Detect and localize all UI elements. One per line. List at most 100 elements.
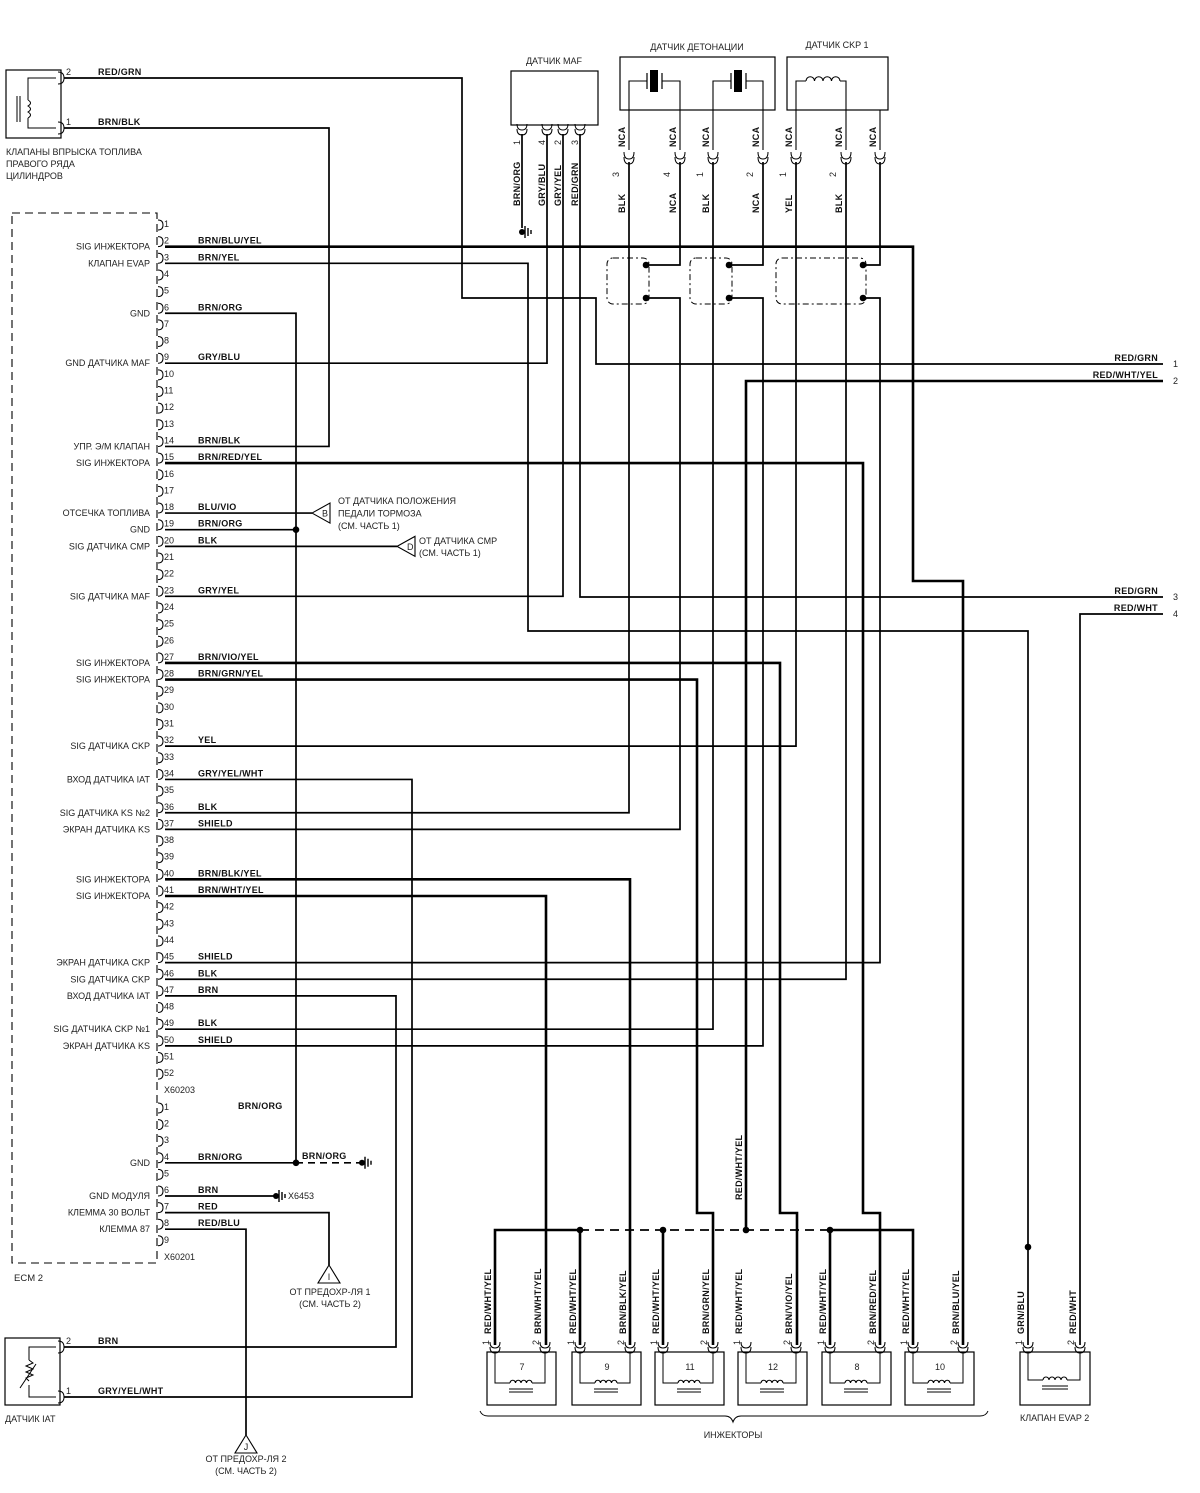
ecm-pin-x60203-48: 48 [157,1002,174,1014]
ecm-pin-x60201-2: 2 [157,1119,169,1131]
wire-color-label: GRY/YEL [198,585,239,595]
wire-color-label: BRN/ORG [198,1152,243,1162]
ecm-pin-x60203-5: 5 [157,286,169,298]
piezo-icon [730,73,747,89]
cable-shields [606,257,867,305]
connector-pin-icon [157,269,164,281]
injector-box [821,1351,892,1406]
pin-function-label: SIG ИНЖЕКТОРА [76,242,150,252]
injector-internal-wire [829,1352,881,1384]
pin-number: 7 [164,319,169,329]
connector-pin-icon [707,1341,719,1354]
connector-pin-icon [840,151,852,165]
ecm-pin-x60203-13: 13 [157,419,174,431]
wire-color-label: BRN/ORG [512,161,522,206]
output-wire-label: RED/GRN [1114,353,1158,363]
wire-color-label: BLK [834,193,844,213]
ckp-internal-wire [795,80,881,150]
coil-icon [844,1379,868,1384]
pin-number: 47 [164,985,174,995]
connector-pin-icon [157,868,164,880]
connector-pin-icon [157,1202,164,1214]
wire-color-label: GRY/BLU [198,352,240,362]
wire-color-label: RED/WHT/YEL [568,1268,578,1334]
core-icon [677,1388,701,1393]
connector-pin-icon [874,151,886,165]
pin-number: 2 [745,172,755,177]
coil-icon [594,1379,618,1384]
connector-pin-icon [539,1341,551,1354]
connector-pin-icon [157,1119,164,1131]
wire-color-label: BRN/ORG [198,302,243,312]
pin-number: 24 [164,602,174,612]
connector-pin-icon [157,535,164,547]
connector-pin-icon [157,1052,164,1063]
piezo-icon [646,73,663,89]
pin-number: 6 [164,1185,169,1195]
pin-number: 1 [512,140,522,145]
pin-number: 1 [816,1340,826,1345]
wire-color-label: BRN/ORG [302,1151,347,1161]
connector-pin-icon [157,236,164,248]
pin-function-label: SIG ИНЖЕКТОРА [76,658,150,668]
wire [744,379,1163,1230]
ecm-pin-x60201-1: 1 [157,1102,169,1114]
pin-number: 38 [164,835,174,845]
valve-box [5,69,62,139]
pin-number: 19 [164,519,174,529]
pin-number: 1 [66,117,71,127]
wire [165,678,715,1345]
injector-number: 7 [519,1362,524,1372]
pin-function-label: ОТСЕЧКА ТОПЛИВА [63,508,150,518]
coil-icon [927,1379,951,1384]
connector-pin-icon [157,435,164,447]
wire [165,297,764,1047]
wire [165,134,548,365]
wire-color-label: BLK [198,802,218,812]
splice-dot [725,261,733,269]
wire-color-label: SHIELD [198,1035,233,1045]
pin-number: 1 [1014,1340,1024,1345]
core-icon [927,1388,951,1393]
pin-number: 8 [164,336,169,346]
pin-function-label: ВХОД ДАТЧИКА IAT [67,991,151,1001]
wire-color-label: NCA [617,126,627,147]
wire-color-label: RED/GRN [570,162,580,206]
coil-icon [805,76,841,82]
iat-internal-wire [28,1346,56,1398]
connector-pin-icon [157,386,164,397]
pin-function-label: SIG ДАТЧИКА CMP [69,541,150,551]
pin-number: 39 [164,852,174,862]
wire-color-label: NCA [751,192,761,213]
ref-text: ОТ ДАТЧИКА ПОЛОЖЕНИЯ [338,496,456,506]
ecm-pin-x60203-16: 16 [157,469,174,481]
wire-color-label: SHIELD [198,952,233,962]
connector-pin-icon [157,835,164,847]
injector-number: 9 [604,1362,609,1372]
connector-pin-icon [157,752,164,764]
connector-pin-icon [707,151,719,165]
pin-function-label: ЭКРАН ДАТЧИКА CKP [56,958,150,968]
core-icon [760,1388,784,1393]
knock-internal-wire [712,80,764,110]
pin-number: 14 [164,435,174,445]
pin-number: 1 [649,1340,659,1345]
connector-pin-icon [157,1068,164,1080]
pin-number: 17 [164,485,174,495]
connector-pin-icon [157,802,164,814]
ground-id-label: X6453 [288,1191,314,1201]
pin-number: 26 [164,635,174,645]
connector-pin-icon [157,469,164,481]
pin-function-label: SIG ДАТЧИКА CKP [70,741,150,751]
pin-number: 2 [66,67,71,77]
splice-dot [725,294,733,302]
pin-number: 2 [1066,1340,1076,1345]
wire-color-label: NCA [751,126,761,147]
pin-number: 29 [164,685,174,695]
